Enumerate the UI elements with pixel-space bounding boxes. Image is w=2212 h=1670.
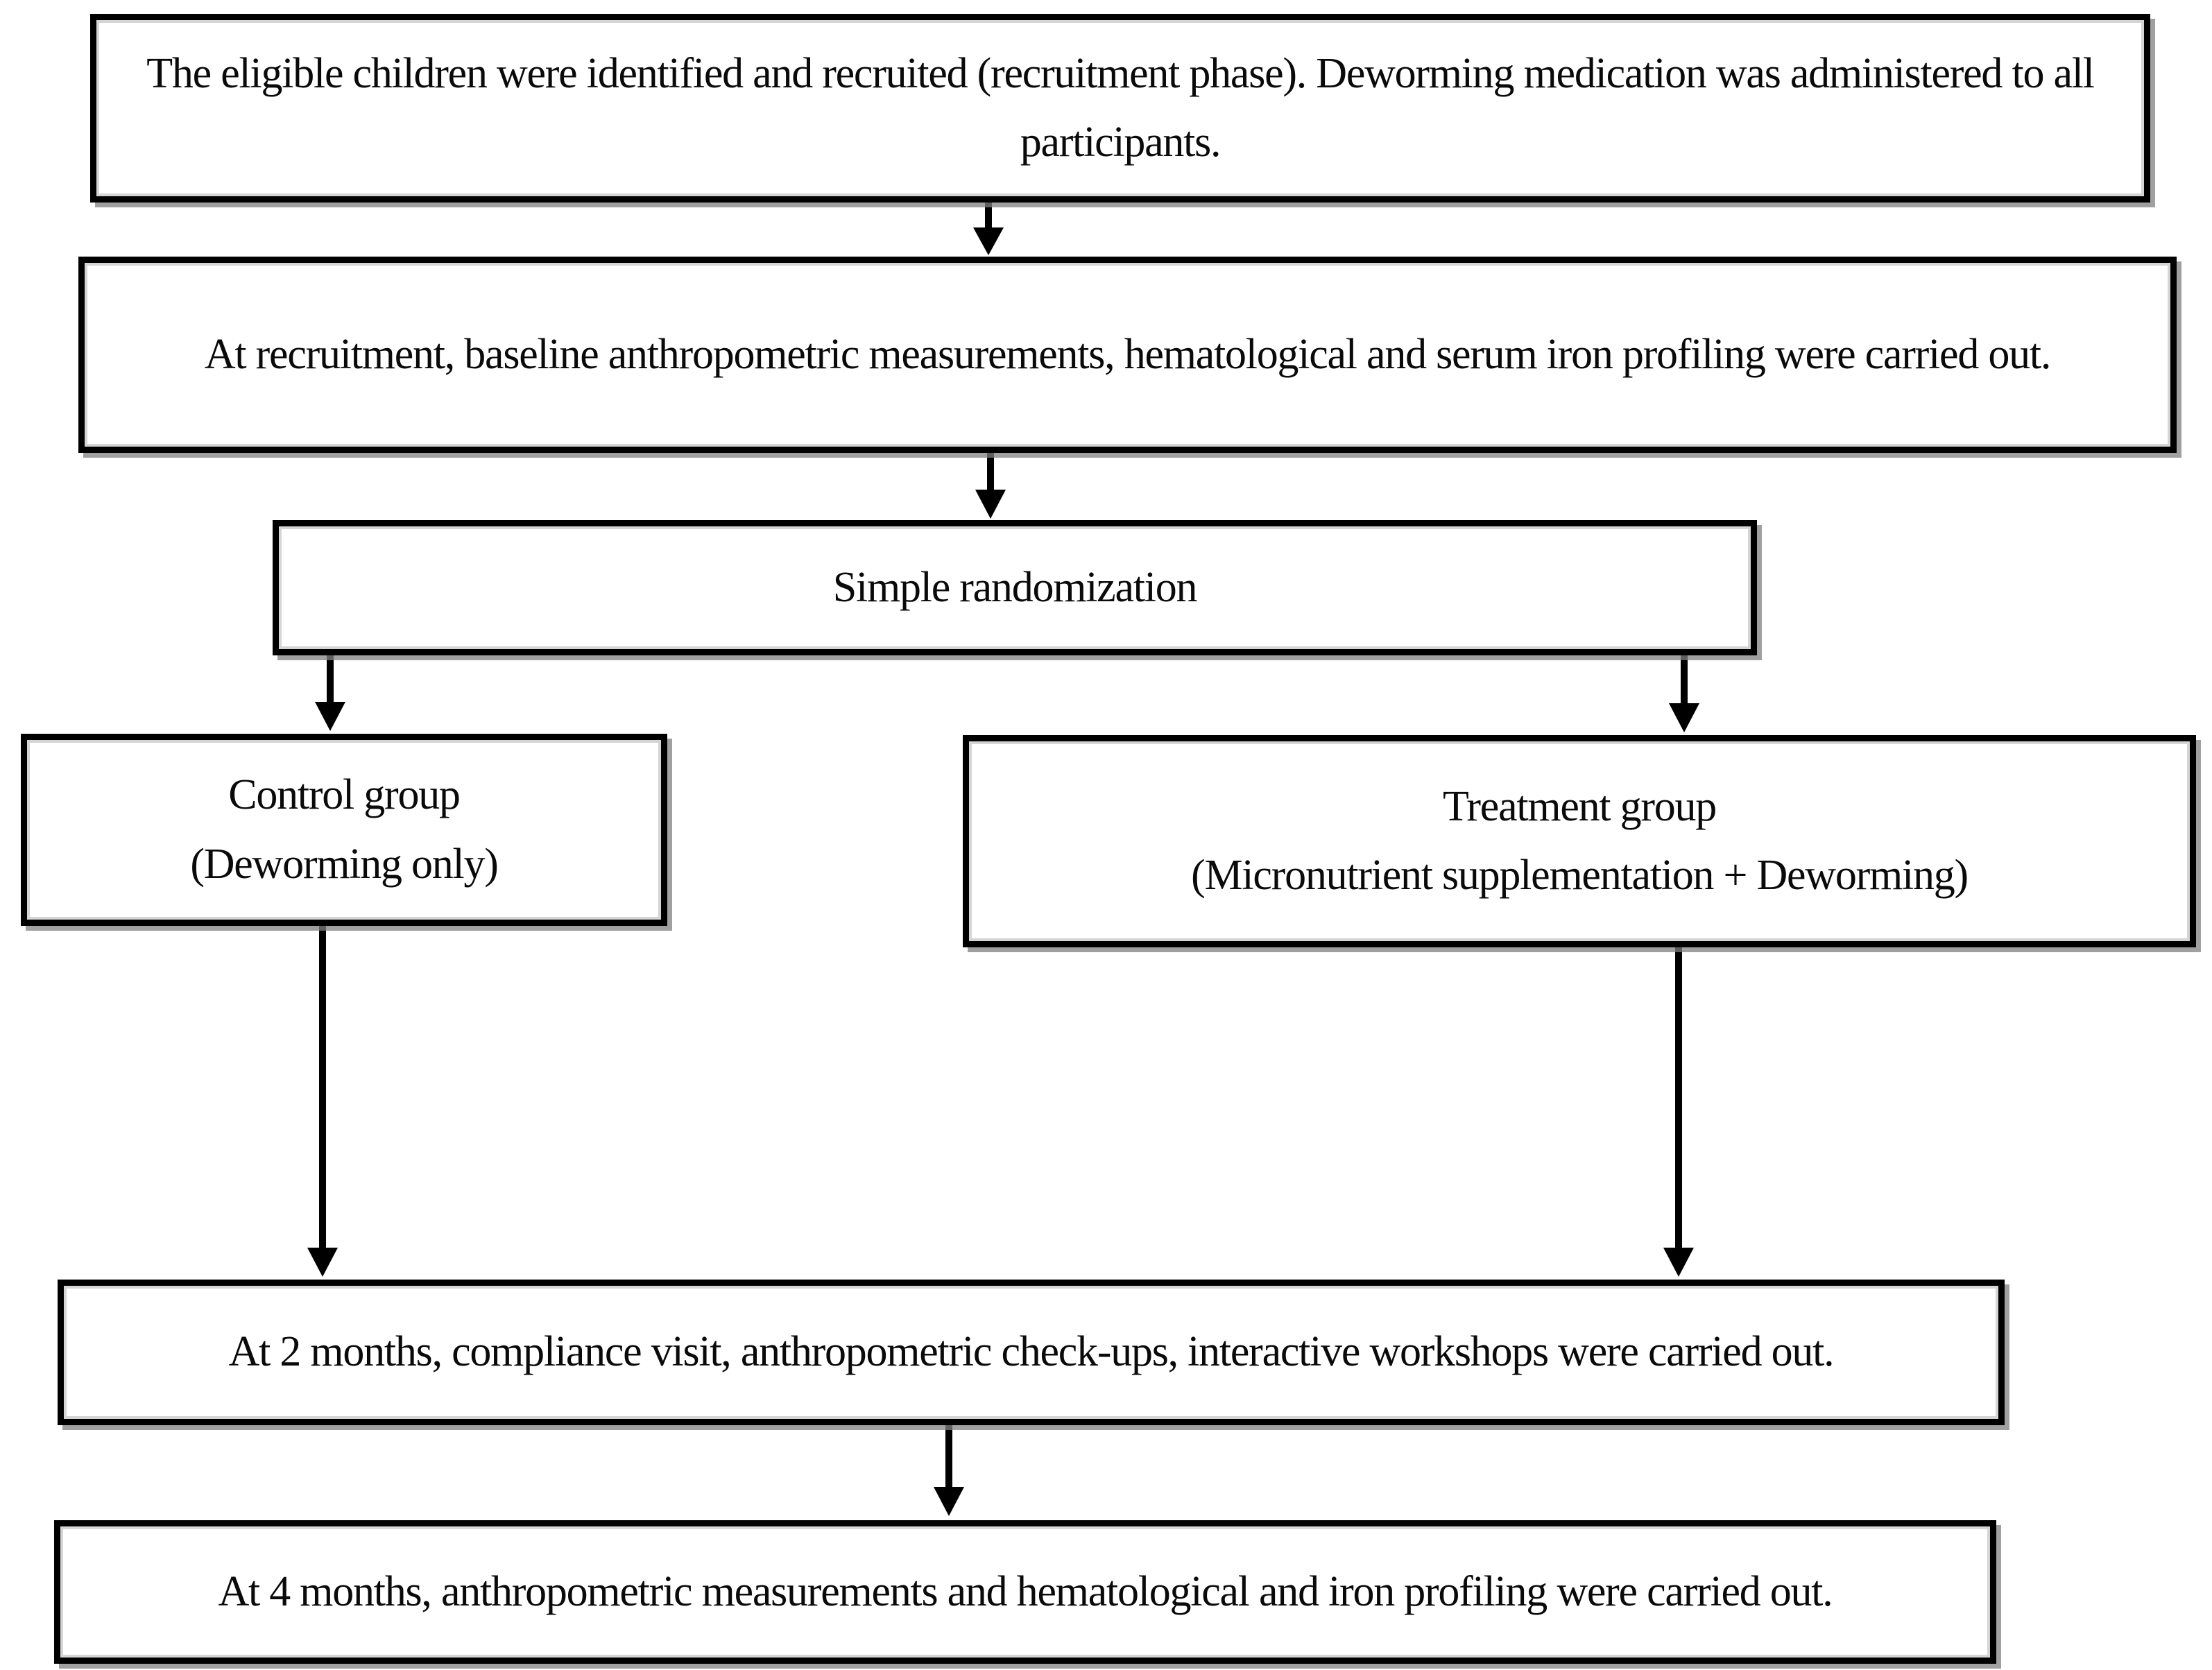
arrow-head-icon (315, 702, 345, 731)
node-four-months-visit: At 4 months, anthropometric measurements… (54, 1520, 1996, 1664)
arrow-randomization-to-control (315, 653, 345, 731)
arrow-recruitment-to-baseline (973, 201, 1004, 255)
node-two-months-visit: At 2 months, compliance visit, anthropom… (58, 1280, 2005, 1425)
node-four-months-visit-text: At 4 months, anthropometric measurements… (218, 1567, 1833, 1615)
arrow-head-icon (975, 490, 1006, 519)
node-treatment-group: Treatment group (Micronutrient supplemen… (963, 735, 2196, 947)
arrow-head-icon (1669, 703, 1699, 732)
node-treatment-group-title: Treatment group (1442, 782, 1717, 830)
node-two-months-visit-text: At 2 months, compliance visit, anthropom… (228, 1328, 1835, 1376)
arrow-randomization-to-treatment (1669, 653, 1699, 732)
arrow-two-months-to-four-months (934, 1423, 964, 1516)
node-control-group-title: Control group (228, 771, 461, 819)
node-control-group: Control group (Deworming only) (21, 734, 667, 926)
node-baseline-measurements-text: At recruitment, baseline anthropometric … (204, 330, 2051, 378)
node-baseline-measurements: At recruitment, baseline anthropometric … (78, 257, 2177, 453)
arrow-control-to-two-months (307, 924, 338, 1277)
arrow-treatment-to-two-months (1663, 945, 1694, 1277)
node-simple-randomization: Simple randomization (273, 520, 1757, 655)
arrow-head-icon (307, 1248, 338, 1277)
arrow-head-icon (973, 227, 1004, 255)
node-recruitment-text: The eligible children were identified an… (146, 49, 2095, 166)
node-simple-randomization-text: Simple randomization (832, 563, 1198, 611)
arrow-baseline-to-randomization (975, 451, 1006, 519)
node-treatment-group-subtitle: (Micronutrient supplementation + Dewormi… (1191, 852, 1969, 899)
arrow-head-icon (1663, 1248, 1694, 1277)
arrow-head-icon (934, 1487, 964, 1516)
node-recruitment: The eligible children were identified an… (90, 14, 2150, 203)
node-control-group-subtitle: (Deworming only) (190, 840, 499, 888)
